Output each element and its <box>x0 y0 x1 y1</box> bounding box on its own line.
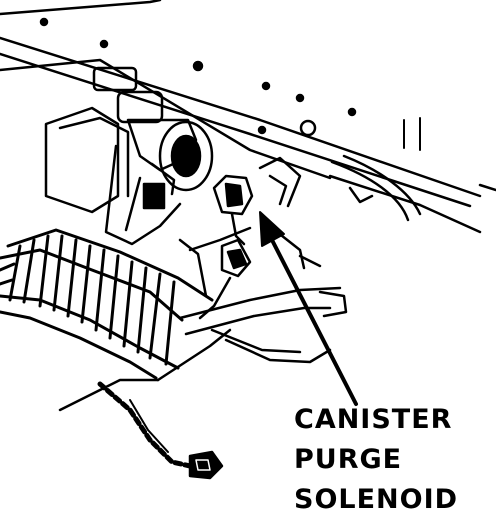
wiring-harness <box>97 381 224 480</box>
corrugated-duct <box>0 228 214 380</box>
callout-line-1: CANISTER <box>294 404 453 435</box>
vacuum-hoses <box>58 226 348 412</box>
callout-line-3: SOLENOID <box>294 484 459 515</box>
blower-motor-housing <box>44 66 214 246</box>
body-panel <box>0 0 496 234</box>
callout-label: CANISTER PURGE SOLENOID <box>294 400 494 520</box>
engine-compartment-illustration <box>0 0 496 480</box>
callout-line-2: PURGE <box>294 444 403 475</box>
canister-purge-solenoid <box>198 174 254 320</box>
mounting-bracket <box>258 154 422 270</box>
callout-arrow <box>259 211 358 406</box>
